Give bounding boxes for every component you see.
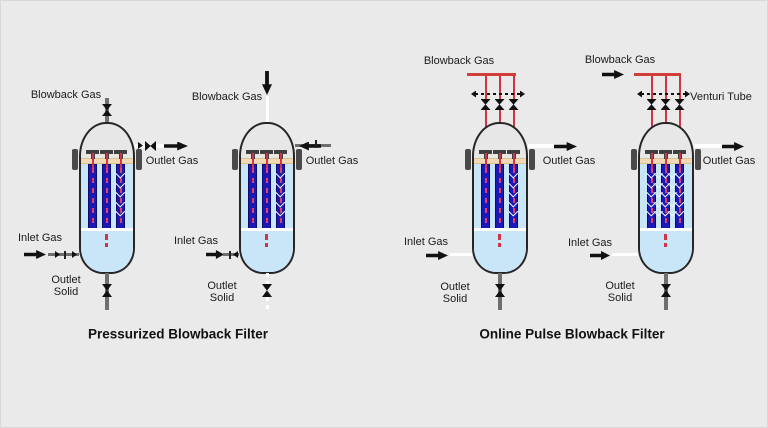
blowback-gas-label: Blowback Gas (191, 91, 263, 103)
closed-valve-icon (262, 284, 272, 297)
flow-arrow-icon (722, 142, 744, 151)
support-bracket (529, 149, 535, 170)
blowback-gas-label: Blowback Gas (30, 89, 102, 101)
inlet-gas-label: Inlet Gas (17, 232, 63, 244)
gas-flow-chevrons (667, 168, 678, 216)
valve-icon (145, 141, 156, 151)
down-arrow-icon (262, 71, 272, 95)
outlet-solid-label: Outlet Solid (605, 280, 635, 304)
gas-flow-chevrons (508, 168, 519, 216)
candle-hanger (86, 150, 99, 154)
support-bracket (465, 149, 471, 170)
outlet-gas-label: Outlet Gas (145, 155, 199, 167)
inlet-gas-label: Inlet Gas (403, 236, 449, 248)
flow-arrow-icon (426, 251, 448, 260)
support-bracket (136, 149, 142, 170)
filter-vessel (79, 122, 135, 274)
vessel-4: Blowback Gas Venturi Tube (568, 54, 755, 310)
pulse-header-line (475, 93, 521, 95)
outlet-solid-label: Outlet Solid (207, 280, 237, 304)
candle-bottom-line (81, 228, 133, 231)
pulse-valve-icon (674, 99, 685, 110)
support-bracket (631, 149, 637, 170)
flow-arrow-icon (554, 142, 577, 151)
filter-candle (248, 164, 257, 229)
gas-flow-chevrons (653, 168, 664, 216)
flow-arrow-icon (602, 70, 624, 79)
candle-hanger (274, 150, 287, 154)
flow-arrow-icon (24, 250, 46, 259)
vessel-1: Blowback Gas Outlet (18, 89, 198, 310)
inlet-gas-pipe (612, 252, 638, 256)
outlet-solid-label: Outlet Solid (440, 281, 470, 305)
vessel-2: Blowback Gas Outlet Gas (174, 71, 358, 310)
right-diagram-title: Online Pulse Blowback Filter (479, 326, 665, 342)
filter-vessel (638, 122, 694, 274)
pulse-valve-icon (508, 99, 519, 110)
support-bracket (72, 149, 78, 170)
blowback-gas-label: Blowback Gas (423, 55, 495, 67)
valve-icon (495, 284, 505, 297)
outlet-gas-label: Outlet Gas (305, 155, 359, 167)
drain-mark (265, 234, 268, 247)
candle-hanger (100, 150, 113, 154)
drain-mark (105, 234, 108, 247)
inlet-gas-pipe (223, 252, 239, 256)
pulse-valve-icon (494, 99, 505, 110)
pulse-valve-icon (646, 99, 657, 110)
outlet-gas-pipe (528, 144, 554, 148)
inlet-gas-pipe (48, 252, 79, 256)
support-bracket (296, 149, 302, 170)
candle-bottom-line (474, 228, 526, 231)
valve-icon (102, 104, 112, 116)
drain-mark (664, 234, 667, 247)
outlet-solid-label: Outlet Solid (51, 274, 81, 298)
pulse-header-line (641, 93, 686, 95)
filter-candle (88, 164, 97, 229)
candle-hanger (479, 150, 492, 154)
flow-arrow-icon (164, 141, 188, 151)
inlet-gas-label: Inlet Gas (173, 235, 219, 247)
support-bracket (232, 149, 238, 170)
filter-vessel (472, 122, 528, 274)
flow-arrow-icon (206, 250, 224, 259)
gas-flow-chevrons (275, 168, 286, 216)
filter-candle (481, 164, 490, 229)
candle-hanger (260, 150, 273, 154)
candle-bottom-line (640, 228, 692, 231)
inlet-gas-pipe (450, 252, 472, 256)
venturi-tube-label: Venturi Tube (690, 91, 752, 103)
blowback-manifold (634, 73, 681, 76)
outlet-gas-label: Outlet Gas (702, 155, 756, 167)
support-bracket (695, 149, 701, 170)
candle-bottom-line (241, 228, 293, 231)
candle-hanger (659, 150, 672, 154)
blowback-gas-label: Blowback Gas (584, 54, 656, 66)
outlet-gas-label: Outlet Gas (542, 155, 596, 167)
candle-hanger (114, 150, 127, 154)
candle-hanger (246, 150, 259, 154)
left-diagram-title: Pressurized Blowback Filter (87, 326, 269, 342)
candle-hanger (645, 150, 658, 154)
filter-vessel (239, 122, 295, 274)
candle-hanger (507, 150, 520, 154)
pulse-valve-icon (480, 99, 491, 110)
filter-candle (262, 164, 271, 229)
candle-hanger (673, 150, 686, 154)
drain-mark (498, 234, 501, 247)
pulse-valve-icon (660, 99, 671, 110)
filter-candle (495, 164, 504, 229)
inlet-gas-label: Inlet Gas (567, 237, 613, 249)
blowback-pipe (265, 96, 269, 122)
vessel-3: Blowback Gas (404, 55, 595, 310)
flow-arrow-icon (299, 141, 321, 151)
blowback-manifold (467, 73, 516, 76)
valve-icon (102, 284, 112, 297)
valve-icon (661, 284, 671, 297)
candle-hanger (493, 150, 506, 154)
gas-flow-chevrons (115, 168, 126, 216)
filter-candle (102, 164, 111, 229)
flow-arrow-icon (590, 251, 610, 260)
outlet-gas-pipe (694, 144, 722, 148)
